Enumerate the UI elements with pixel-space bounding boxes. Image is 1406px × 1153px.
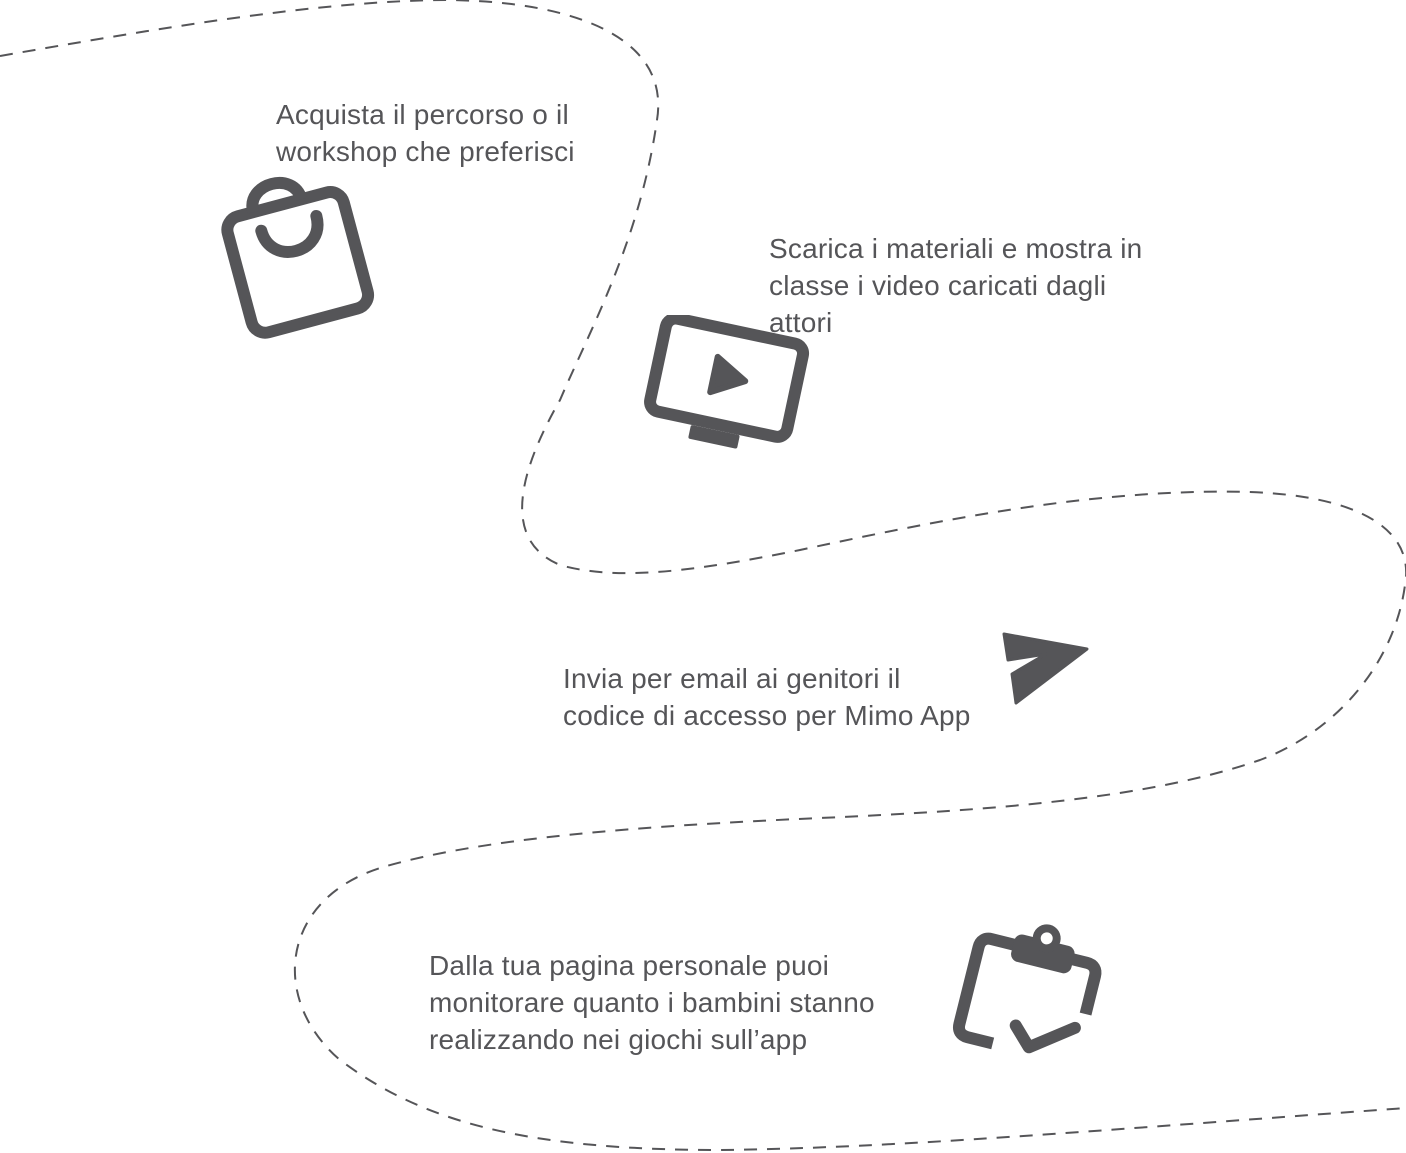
step-materials-line-2: classe i video caricati dagli bbox=[769, 270, 1107, 301]
step-materials-line-1: Scarica i materiali e mostra in bbox=[769, 233, 1143, 264]
shopping-bag-icon bbox=[221, 177, 375, 339]
step-monitor-line-1: Dalla tua pagina personale puoi bbox=[429, 950, 830, 981]
clipboard-check-icon bbox=[953, 924, 1102, 1054]
step-materials-text: Scarica i materiali e mostra in classe i… bbox=[769, 230, 1142, 341]
step-email-line-1: Invia per email ai genitori il bbox=[563, 663, 901, 694]
step-purchase-line-1: Acquista il percorso o il bbox=[276, 99, 569, 130]
step-monitor-line-2: monitorare quanto i bambini stanno bbox=[429, 987, 875, 1018]
step-purchase-text: Acquista il percorso o il workshop che p… bbox=[276, 96, 575, 170]
step-materials-line-3: attori bbox=[769, 307, 833, 338]
step-purchase-line-2: workshop che preferisci bbox=[276, 136, 575, 167]
step-monitor-line-3: realizzando nei giochi sull’app bbox=[429, 1024, 808, 1055]
step-monitor-text: Dalla tua pagina personale puoi monitora… bbox=[429, 947, 875, 1058]
paper-plane-icon bbox=[1002, 632, 1089, 705]
step-email-text: Invia per email ai genitori il codice di… bbox=[563, 660, 971, 734]
step-email-line-2: codice di accesso per Mimo App bbox=[563, 700, 971, 731]
video-monitor-icon bbox=[644, 315, 810, 449]
